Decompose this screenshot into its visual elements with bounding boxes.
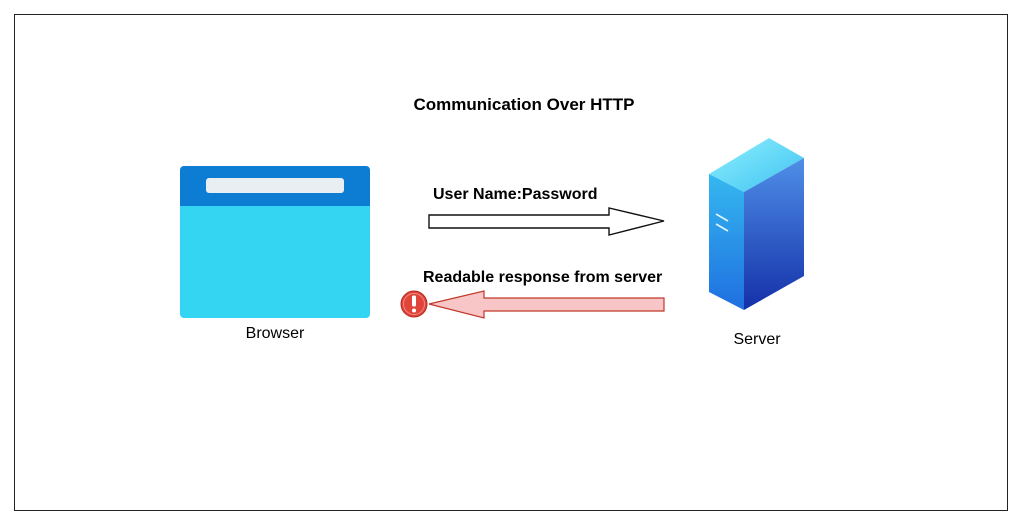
server-tower-icon xyxy=(709,138,804,310)
browser-address-bar xyxy=(206,178,344,193)
server-slot-line xyxy=(715,213,729,222)
server-label: Server xyxy=(733,331,781,348)
response-arrow xyxy=(428,290,665,319)
browser-content-area xyxy=(180,206,370,318)
diagram-title: Communication Over HTTP xyxy=(0,95,1024,115)
response-arrow-label: Readable response from server xyxy=(423,269,663,286)
server-slot-line xyxy=(715,223,729,232)
browser-label: Browser xyxy=(245,325,305,342)
request-arrow xyxy=(428,207,665,236)
browser-title-bar xyxy=(180,166,370,206)
request-arrow-label: User Name:Password xyxy=(433,186,598,203)
server-side-face xyxy=(744,158,804,310)
server-top-face xyxy=(709,138,804,192)
warning-exclamation-icon xyxy=(400,290,428,318)
server-front-face xyxy=(709,174,744,310)
browser-window-icon xyxy=(180,166,370,318)
diagram-title-text: Communication Over HTTP xyxy=(413,95,635,114)
diagram-frame xyxy=(14,14,1008,511)
